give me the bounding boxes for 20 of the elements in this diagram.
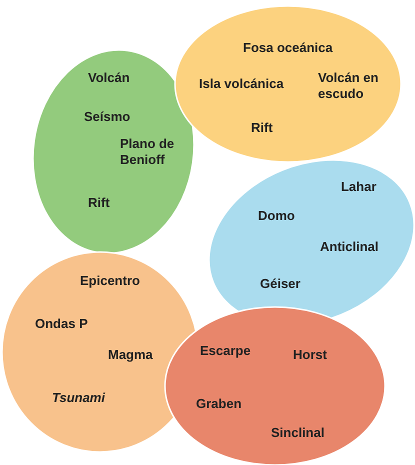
term-label: Epicentro xyxy=(80,273,140,289)
term-label: Escarpe xyxy=(200,343,251,359)
term-label: Graben xyxy=(196,396,242,412)
term-label: Tsunami xyxy=(52,390,105,406)
term-label: Domo xyxy=(258,208,295,224)
term-label: Fosa oceánica xyxy=(243,40,333,56)
term-label: Magma xyxy=(108,347,153,363)
term-label: Plano de Benioff xyxy=(120,136,176,168)
term-label: Anticlinal xyxy=(320,238,378,255)
term-label: Volcán en escudo xyxy=(318,70,380,102)
term-label: Rift xyxy=(88,194,110,211)
term-label: Sinclinal xyxy=(271,425,324,441)
term-label: Géiser xyxy=(260,276,300,292)
term-label: Horst xyxy=(293,347,327,363)
term-label: Rift xyxy=(251,120,273,136)
term-label: Volcán xyxy=(88,70,130,86)
term-label: Isla volcánica xyxy=(199,76,284,92)
term-label: Seísmo xyxy=(84,108,130,125)
term-label: Ondas P xyxy=(35,316,88,332)
term-label: Lahar xyxy=(340,178,376,195)
